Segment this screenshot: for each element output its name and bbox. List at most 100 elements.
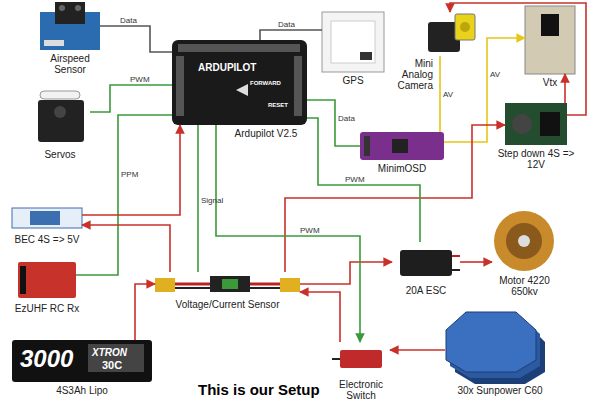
component-label: EzUHF RC Rx xyxy=(2,303,92,314)
component-box: Motor 4220 650kv xyxy=(492,210,557,272)
pin-header xyxy=(20,266,26,294)
signal-label: AV xyxy=(443,90,453,99)
component-box: MinimOSD xyxy=(360,132,444,160)
servo-body xyxy=(38,100,84,142)
component-box: GPS xyxy=(322,12,384,72)
battery-pack xyxy=(12,340,152,382)
wire xyxy=(564,74,566,103)
airspeed-sensor-image xyxy=(40,2,100,50)
motor-hub xyxy=(506,223,542,259)
pressure-port xyxy=(75,5,81,11)
sensor-body xyxy=(55,2,85,24)
pin-header xyxy=(364,136,370,156)
component-box: BEC 4S => 5V xyxy=(12,205,82,231)
component-label: GPS xyxy=(323,75,383,86)
switch-board xyxy=(340,350,382,368)
component-box: 30x Sunpower C60 xyxy=(445,312,555,382)
part-marking: FORWARD xyxy=(250,80,281,86)
component-box: EzUHF RC Rx xyxy=(18,258,76,300)
pin-header xyxy=(176,56,184,116)
wire xyxy=(307,118,420,242)
step-down-image xyxy=(505,103,567,145)
signal-label: PPM xyxy=(121,170,138,179)
switch-image xyxy=(332,350,382,368)
component-label: Voltage/Current Sensor xyxy=(155,299,300,310)
bec-image xyxy=(12,208,82,228)
vtx-case xyxy=(525,6,575,74)
component-label: Step down 4S => 12V xyxy=(495,148,577,170)
osd-chip xyxy=(392,139,408,153)
gps-image xyxy=(322,12,384,72)
osd-image xyxy=(360,132,444,160)
part-marking: XTRON xyxy=(92,347,127,358)
current-sensor-image xyxy=(155,276,300,292)
wire xyxy=(100,26,172,52)
component-box: Mini Analog Camera xyxy=(425,12,475,56)
lens-glass xyxy=(460,22,470,32)
signal-label: PWM xyxy=(130,75,150,84)
wire xyxy=(307,100,360,146)
receiver-image xyxy=(18,262,76,298)
servo-image xyxy=(38,91,84,142)
regulator-board xyxy=(505,103,567,145)
pin-header xyxy=(178,44,300,52)
receiver-case xyxy=(18,262,76,298)
xt60-connector xyxy=(155,278,175,292)
component-box: Vtx xyxy=(525,6,575,74)
caption: This is our Setup xyxy=(198,381,320,398)
gps-chip xyxy=(360,52,372,60)
signal-label: Data xyxy=(120,16,137,25)
controller-case xyxy=(172,40,307,125)
component-label: 4S3Ah Lipo xyxy=(12,385,152,396)
wire xyxy=(444,38,525,142)
component-box: Ardupilot V2.5 xyxy=(172,40,307,125)
sensor-body xyxy=(210,276,250,292)
pin-header xyxy=(44,40,64,46)
battery-image xyxy=(12,340,152,382)
signal-label: Data xyxy=(338,114,355,123)
osd-board xyxy=(360,132,444,160)
component-label: Airspeed Sensor xyxy=(39,53,101,75)
part-marking: 30C xyxy=(102,359,122,371)
signal-label: AV xyxy=(490,70,500,79)
motor-shaft xyxy=(518,235,530,247)
component-label: Motor 4220 650kv xyxy=(490,275,560,297)
motor-image xyxy=(494,211,554,271)
xt60-connector xyxy=(280,278,300,292)
part-marking: RESET xyxy=(268,102,288,108)
esc-wire xyxy=(452,269,460,271)
component-box: Airspeed Sensor xyxy=(40,2,100,50)
wire xyxy=(82,125,180,215)
wire xyxy=(300,292,340,342)
wire xyxy=(90,85,172,112)
bec-sticker xyxy=(30,211,60,225)
wire xyxy=(82,225,170,272)
component-box: Step down 4S => 12V xyxy=(505,103,567,145)
esc-body xyxy=(400,250,452,276)
component-label: 20A ESC xyxy=(386,285,466,296)
component-label: Ardupilot V2.5 xyxy=(230,128,302,139)
vtx-image xyxy=(525,6,575,74)
component-label: MinimOSD xyxy=(360,163,444,174)
component-label: Vtx xyxy=(530,77,570,88)
component-label: 30x Sunpower C60 xyxy=(440,385,560,396)
part-marking: ARDUPILOT xyxy=(198,62,256,73)
pin-header xyxy=(294,56,302,116)
component-box: Servos xyxy=(30,88,90,146)
direction-arrow xyxy=(236,84,248,96)
servo-shaft xyxy=(54,106,66,118)
gps-board xyxy=(322,12,384,72)
component-label: Mini Analog Camera xyxy=(385,58,433,91)
wire xyxy=(390,349,445,351)
component-box: 20A ESC xyxy=(392,242,460,282)
esc-image xyxy=(400,250,460,276)
servo-arm xyxy=(40,91,80,99)
signal-label: Data xyxy=(278,20,295,29)
flight-controller-image xyxy=(172,40,307,125)
switch-wire xyxy=(332,358,340,360)
signal-label: PWM xyxy=(300,226,320,235)
solar-cells-image xyxy=(446,312,545,384)
regulator-chip xyxy=(540,112,560,136)
